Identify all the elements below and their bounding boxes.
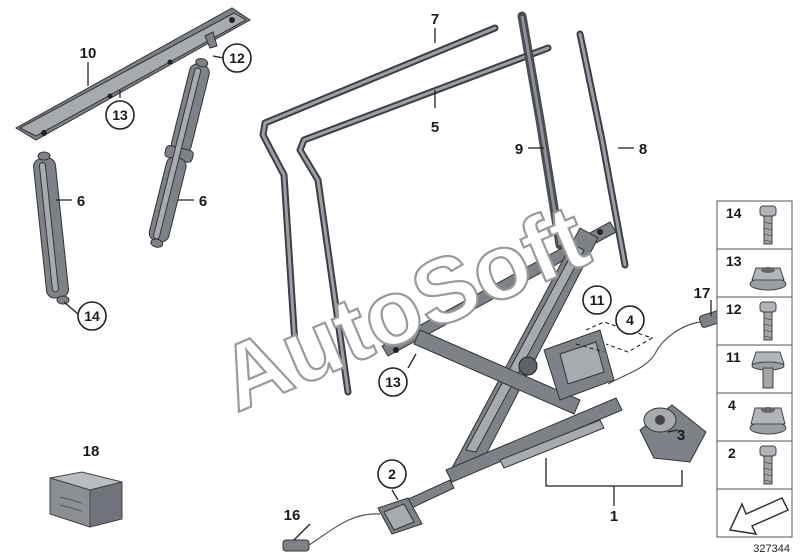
outer-window-seal-illustration — [259, 24, 499, 364]
sensor-16-illustration — [282, 513, 381, 552]
callout-3: 3 — [677, 427, 685, 444]
parts-panel-label-13: 13 — [726, 253, 742, 269]
parts-panel-label-2: 2 — [728, 445, 736, 461]
nut-icon — [749, 407, 787, 435]
box-18-illustration — [49, 471, 123, 528]
parts-panel-row-14 — [716, 200, 793, 250]
parts-panel-label-11: 11 — [726, 349, 741, 365]
callout-7: 7 — [431, 11, 439, 28]
screw-icon — [759, 445, 777, 485]
flange-nut-icon — [749, 267, 787, 291]
reference-number: 327344 — [753, 543, 790, 555]
callout-6-right: 6 — [199, 193, 207, 210]
bottom-bracket-illustration — [377, 497, 423, 535]
window-frame-guide-illustration — [517, 11, 565, 250]
screw-icon — [759, 205, 777, 245]
callout-5: 5 — [431, 119, 439, 136]
rear-guide-strip-illustration — [576, 30, 629, 269]
callout-6-left: 6 — [77, 193, 85, 210]
callout-2-circle — [377, 459, 407, 489]
callout-4-circle — [615, 305, 645, 335]
callout-1: 1 — [610, 508, 618, 525]
callouts: 10 13 12 6 6 14 7 5 9 8 11 4 17 13 2 3 1… — [77, 11, 711, 525]
hex-bolt-icon — [751, 351, 785, 389]
parts-panel-row-2 — [716, 440, 793, 490]
parts-panel-label-12: 12 — [726, 301, 742, 317]
parts-panel-row-12 — [716, 296, 793, 346]
callout-18: 18 — [83, 443, 100, 460]
gas-strut-right-illustration — [148, 58, 210, 248]
callout-16: 16 — [284, 507, 301, 524]
parts-panel-label-4: 4 — [728, 397, 736, 413]
leader-lines — [56, 28, 712, 541]
parts-panel: 14 13 12 11 4 — [716, 200, 793, 538]
callout-12-circle — [222, 43, 252, 73]
callout-4: 4 — [626, 312, 634, 328]
callout-14: 14 — [84, 308, 100, 324]
arrow-icon — [728, 497, 790, 535]
inner-window-channel-illustration — [296, 44, 552, 396]
callout-12: 12 — [229, 50, 245, 66]
motor-illustration — [639, 404, 707, 463]
guide-rail-illustration — [15, 7, 251, 141]
callout-13b: 13 — [385, 374, 401, 390]
callout-13-circle — [105, 100, 135, 130]
window-regulator-illustration — [379, 221, 623, 521]
screw-icon — [759, 301, 777, 341]
callout-17: 17 — [694, 285, 711, 302]
parts-panel-label-14: 14 — [726, 205, 742, 221]
callout-13b-circle — [378, 367, 408, 397]
callout-14-circle — [77, 301, 107, 331]
callout-11-circle — [582, 285, 612, 315]
callout-9: 9 — [515, 141, 523, 158]
callout-2: 2 — [388, 466, 396, 482]
damper-strut-left-illustration — [33, 151, 70, 305]
callout-8: 8 — [639, 141, 647, 158]
callout-13: 13 — [112, 107, 128, 123]
callout-10: 10 — [80, 45, 97, 62]
callout-11: 11 — [590, 292, 605, 308]
